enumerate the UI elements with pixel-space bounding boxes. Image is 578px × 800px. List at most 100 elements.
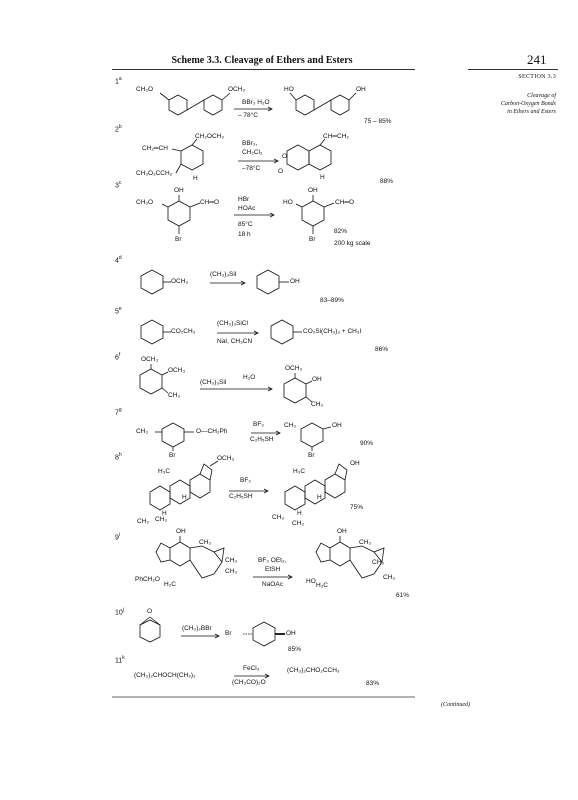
entry-7-label-2: Br	[169, 452, 176, 459]
entry-5-label-2: CO₂Si(CH₃)₃ + CH₃I	[303, 328, 362, 335]
entry-4-number: 4d	[115, 255, 122, 265]
entry-3-number: 3c	[115, 180, 122, 190]
entry-3-reagent-1: HBr	[238, 196, 250, 203]
entry-1-arrowhead	[267, 106, 273, 112]
entry-8-label-4: H	[162, 510, 167, 517]
entry-6-label-4: OCH₃	[285, 365, 303, 372]
entry-11-reagent-1: FeCl₃	[243, 665, 260, 672]
entry-2-yield: 88%	[380, 178, 394, 185]
entry-6-reactant-arene	[139, 368, 163, 395]
entry-9-reactant-polycycle	[155, 536, 225, 579]
entry-9-label-9: CH₃	[372, 559, 385, 566]
entry-4-label-2: OH	[290, 278, 300, 285]
entry-9-product-polycycle	[315, 536, 385, 579]
entry-5-reagent-2: NaI, CH₃CN	[217, 338, 253, 345]
entry-2-product-rings	[286, 138, 332, 171]
entry-10-product-ring	[252, 621, 276, 647]
entry-6-reagent-2: H₂O	[243, 374, 256, 381]
entry-9-label-7: OH	[337, 528, 347, 535]
entry-2-reagent-3: –78°C	[242, 165, 261, 172]
entry-6-number: 6f	[115, 352, 121, 362]
entry-3-label-1: OH	[174, 187, 184, 194]
entry-7-reagent-1: BF₃	[253, 421, 264, 428]
entry-6-label-1: OCH₃	[141, 356, 159, 363]
entry-9-label-1: OH	[176, 528, 186, 535]
entry-8-reactant-polycycle	[149, 460, 219, 511]
entry-3-label-6: HO	[283, 199, 293, 206]
entry-8-label-7: OH	[350, 460, 360, 467]
entry-10-yield: 85%	[288, 646, 302, 653]
entry-3-label-5: OH	[308, 187, 318, 194]
entry-2-label-4: H	[193, 175, 198, 182]
entry-2-label-6: O	[282, 153, 288, 160]
entry-9-label-4: CH₃	[225, 568, 238, 575]
page-number: 241	[527, 52, 547, 67]
entry-1-reagent-1: BBr₃ H₂O	[242, 99, 270, 106]
continued-note: (Continued)	[441, 702, 470, 708]
entry-9-reagent-3: NaOAc	[262, 581, 283, 588]
entry-7-label-3: O—CH₂Ph	[196, 428, 228, 435]
entry-5-product-cyclohexane	[270, 319, 294, 345]
scheme-title: Scheme 3.3. Cleavage of Ethers and Ester…	[171, 55, 353, 66]
header-rule	[112, 69, 415, 70]
entry-1-label-2: OCH₃	[228, 86, 246, 93]
entry-9-label-8: CH₃	[359, 539, 372, 546]
entry-1-product-biphenyl	[289, 92, 357, 116]
entry-8-label-1: OCH₃	[217, 455, 235, 462]
entry-9-number: 9i	[115, 532, 121, 542]
entry-7-reactant-arene	[161, 422, 185, 448]
entry-8-label-12: CH₃	[292, 520, 305, 527]
entry-9-label-3: CH₃	[225, 557, 238, 564]
entry-6-label-2: OCH₃	[168, 367, 186, 374]
entry-3-reagent-2: HOAc	[238, 205, 256, 212]
entry-2-number: 2b	[115, 124, 122, 134]
side-rule	[468, 69, 558, 70]
entry-9-reagent-1: BF₃ OEt₂,	[258, 557, 287, 564]
entry-5-reagent-1: (CH₃)₃SiCl	[217, 320, 248, 327]
entry-2-label-2: CH₂═CH	[142, 145, 168, 152]
entry-10-reactant-bicycle	[139, 616, 161, 643]
entry-3-label-8: Br	[309, 236, 316, 243]
entry-2-label-1: CH₂OCH₃	[195, 133, 225, 140]
entry-10-number: 10j	[115, 607, 124, 617]
entry-7-label-5: OH	[332, 422, 342, 429]
entry-11-label-1: (CH₃)₂CHOCH(CH₃)₂	[134, 672, 196, 679]
entry-4-product-cyclohexane	[256, 269, 280, 295]
entry-8-label-8: H₃C	[293, 468, 306, 475]
entry-2-label-3: CH₃O₂CCH₂	[136, 170, 173, 177]
entry-1-number: 1a	[115, 76, 122, 86]
entry-10-label-1: O	[147, 608, 153, 615]
entry-4-yield: 83–89%	[320, 297, 344, 304]
entry-5-cyclohexane	[140, 319, 164, 345]
entry-1-label-1: CH₃O	[136, 86, 154, 93]
entry-6-label-6: CH₃	[311, 401, 324, 408]
entry-7-reagent-2: C₂H₅SH	[250, 436, 274, 443]
entry-6-product-arene	[283, 377, 307, 404]
entry-8-label-3: H	[182, 494, 187, 501]
entry-8-yield: 75%	[350, 504, 364, 511]
entry-8-product-polycycle	[284, 463, 348, 511]
entry-2-label-5: CH═CH₂	[323, 133, 349, 140]
entry-8-label-11: CH₃	[272, 514, 285, 521]
entry-8-label-9: H	[317, 494, 322, 501]
entry-11-reagent-2: (CH₃CO)₂O	[232, 679, 266, 686]
entry-10-label-3: OH	[286, 630, 296, 637]
entry-7-label-1: CH₃	[136, 428, 149, 435]
entry-1-reagent-2: – 78°C	[238, 112, 258, 119]
entry-9-label-5: PhCH₂O	[135, 576, 160, 583]
entry-8-label-2: H₃C	[158, 468, 171, 475]
entry-4-reagent-1: (CH₃)₃SiI	[210, 271, 237, 278]
entry-2-reagent-1: BBr₃,	[242, 140, 258, 147]
entry-5-label-1: CO₂CH₃	[171, 328, 196, 335]
entry-11-label-2: (CH₃)₂CHO₂CCH₃	[287, 667, 340, 674]
entry-10-label-2: Br	[225, 630, 232, 637]
entry-6-label-5: OH	[312, 376, 322, 383]
entry-2-label-8: H	[320, 174, 325, 181]
entry-11-number: 11k	[115, 655, 125, 665]
entry-3-yield: 82%	[334, 228, 348, 235]
entry-8-reagent-2: C₂H₅SH	[229, 493, 253, 500]
entry-1-reactant-biphenyl	[159, 92, 231, 116]
entry-7-number: 7g	[115, 407, 122, 417]
entry-7-label-4: CH₃	[284, 422, 297, 429]
